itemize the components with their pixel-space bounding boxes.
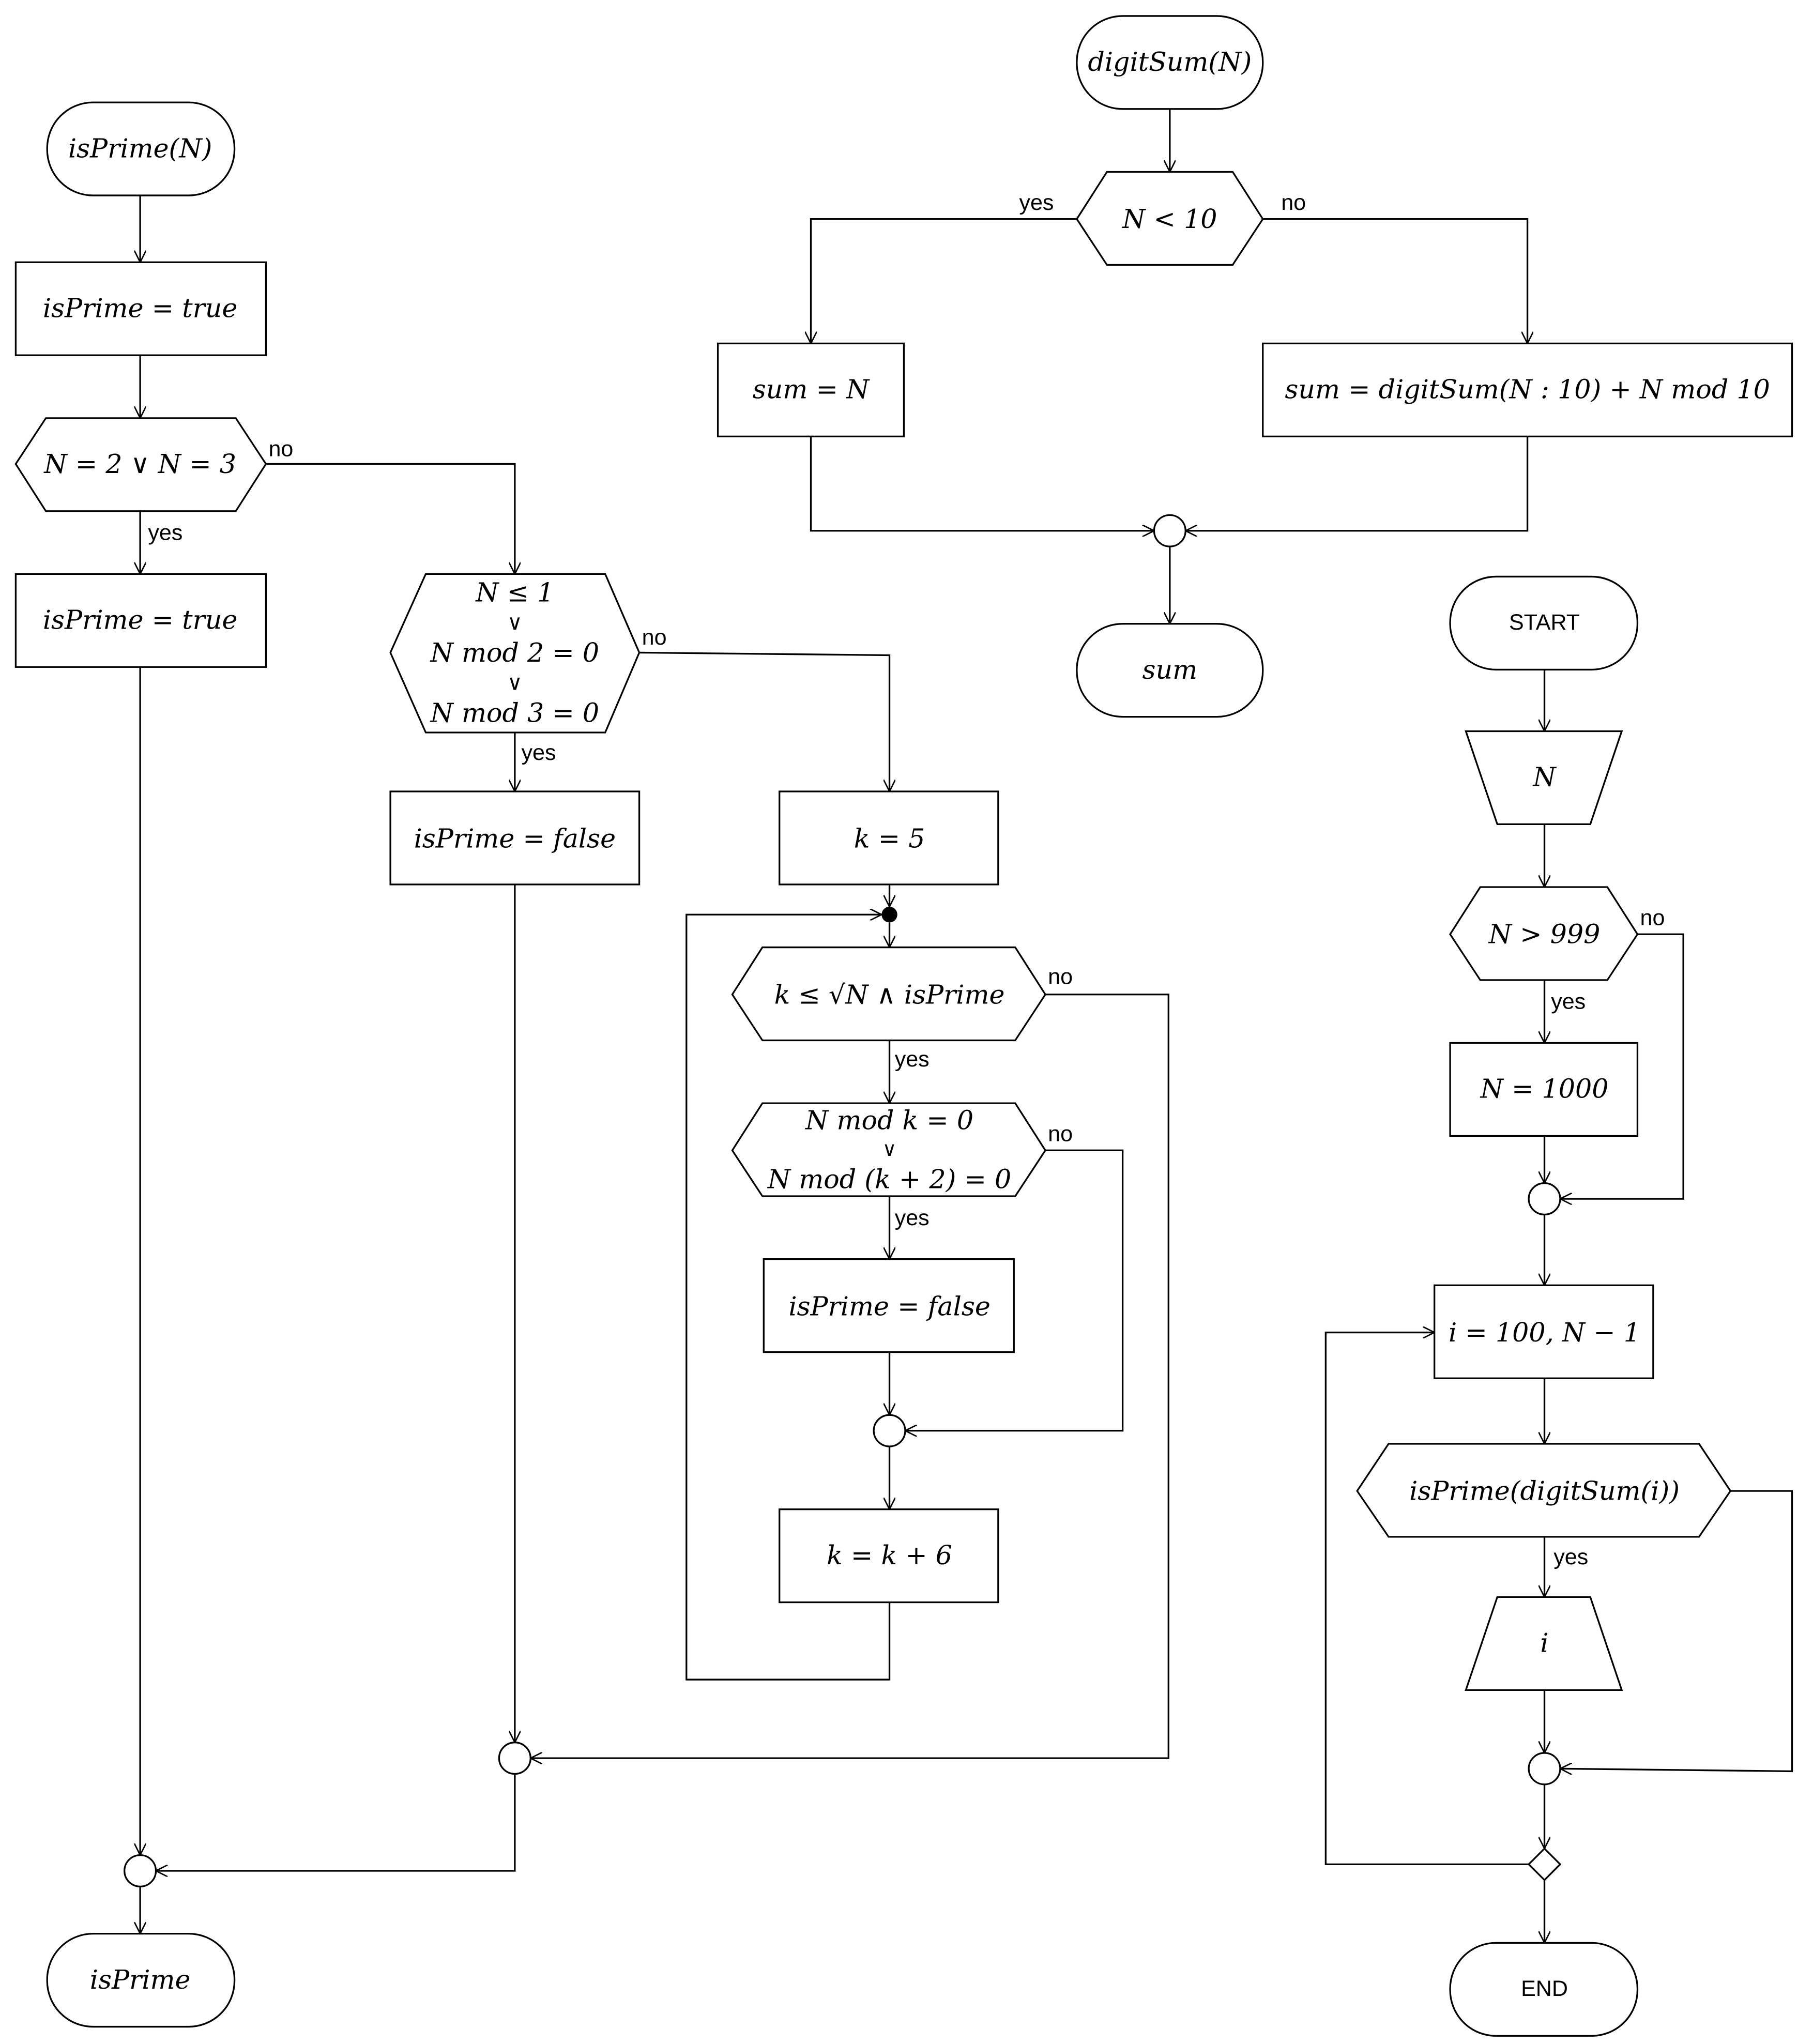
- end-terminal: [1449, 1942, 1639, 2037]
- decision-hexagon: [1449, 886, 1639, 981]
- process-label: isPrime = true: [43, 293, 238, 323]
- edge: [1560, 933, 1684, 1199]
- decision-hexagon: [1356, 1443, 1732, 1538]
- process-box: [14, 261, 267, 356]
- merge-connector: [1528, 1752, 1561, 1786]
- merge-connector: [1528, 1182, 1561, 1216]
- process-box: [1449, 1042, 1639, 1137]
- start-terminal: [46, 101, 236, 196]
- edge: [1185, 436, 1529, 530]
- output-trapezoid: [1465, 1596, 1623, 1691]
- decision-label: N = 2 ∨ N = 3: [43, 449, 236, 479]
- decision-label: isPrime(digitSum(i)): [1409, 1476, 1680, 1506]
- edge: [156, 1774, 516, 1871]
- no-label: no: [1640, 905, 1665, 930]
- process-label: sum = digitSum(N : 10) + N mod 10: [1285, 374, 1770, 405]
- start-label: isPrime(N): [68, 133, 212, 163]
- merge-connector: [1153, 514, 1186, 547]
- decision-hexagon: [14, 417, 267, 512]
- yes-label: yes: [895, 1206, 930, 1230]
- end-label: END: [1521, 1976, 1568, 2001]
- decision-label: k ≤ √N ∧ isPrime: [774, 979, 1005, 1010]
- start-label: START: [1509, 610, 1580, 635]
- loop-back-edge: [1324, 1333, 1529, 1865]
- decision-label: N mod (k + 2) = 0: [767, 1164, 1011, 1195]
- end-label: sum: [1142, 654, 1197, 685]
- output-label: i: [1540, 1628, 1548, 1658]
- isprime-flowchart: isPrime(N) isPrime = true N = 2 ∨ N = 3 …: [14, 101, 1169, 2028]
- yes-label: yes: [1553, 1545, 1588, 1569]
- decision-hexagon: [1075, 171, 1264, 266]
- process-box: [779, 1508, 999, 1604]
- end-terminal: [46, 1932, 236, 2028]
- process-label: sum = N: [753, 374, 870, 405]
- decision-label: ∨: [882, 1138, 897, 1161]
- loop-box: [1434, 1284, 1654, 1379]
- decision-label: N mod 3 = 0: [430, 697, 600, 728]
- decision-label: N mod k = 0: [804, 1105, 973, 1136]
- process-box: [763, 1258, 1015, 1353]
- process-label: isPrime = false: [788, 1291, 990, 1321]
- no-label: no: [1048, 1122, 1073, 1147]
- edge: [1560, 1490, 1793, 1771]
- no-label: no: [1048, 965, 1073, 989]
- loop-label: i = 100, N − 1: [1449, 1317, 1640, 1348]
- edge: [1262, 218, 1528, 344]
- end-label: isPrime: [90, 1964, 191, 1995]
- process-label: k = 5: [854, 823, 925, 854]
- edge: [811, 218, 1077, 344]
- decision-label: N > 999: [1488, 919, 1601, 950]
- loop-decision-hexagon: [731, 946, 1047, 1042]
- start-terminal: [1076, 15, 1264, 110]
- process-box: [1262, 342, 1793, 437]
- process-box: [389, 790, 641, 886]
- yes-label: yes: [1551, 989, 1586, 1014]
- process-label: k = k + 6: [827, 1540, 952, 1570]
- merge-connector: [498, 1742, 531, 1775]
- junction-dot: [881, 907, 897, 923]
- input-label: N: [1532, 762, 1557, 792]
- main-flowchart: START N N > 999 no yes N = 1000 i = 100,…: [1324, 575, 1793, 2037]
- decision-label: N ≤ 1: [475, 577, 554, 607]
- input-trapezoid: [1465, 730, 1623, 826]
- end-terminal: [1076, 623, 1264, 718]
- decision-hexagon: [731, 1102, 1047, 1197]
- process-box: [14, 573, 267, 668]
- yes-label: yes: [1019, 190, 1054, 215]
- process-box: [779, 790, 999, 886]
- start-terminal: [1449, 575, 1639, 671]
- no-label: no: [1281, 190, 1306, 215]
- edge: [530, 994, 1169, 1758]
- yes-label: yes: [148, 521, 182, 545]
- decision-label: ∨: [507, 670, 523, 695]
- merge-connector: [124, 1854, 157, 1888]
- decision-label: ∨: [507, 610, 523, 635]
- edge: [639, 651, 890, 792]
- process-label: isPrime = false: [414, 823, 616, 854]
- edge: [905, 1149, 1124, 1430]
- decision-label: N < 10: [1121, 204, 1217, 234]
- merge-connector: [873, 1414, 906, 1447]
- yes-label: yes: [895, 1047, 930, 1072]
- process-label: isPrime = true: [43, 605, 238, 635]
- loop-end-diamond: [1527, 1847, 1562, 1882]
- loop-back-edge: [685, 914, 891, 1681]
- decision-hexagon: [389, 573, 641, 734]
- start-label: digitSum(N): [1088, 47, 1252, 77]
- no-label: no: [642, 625, 667, 650]
- process-label: N = 1000: [1480, 1074, 1609, 1104]
- edge: [266, 463, 514, 574]
- no-label: no: [268, 436, 293, 461]
- digitsum-flowchart: digitSum(N) N < 10 yes no sum = N sum = …: [717, 15, 1793, 718]
- edge: [810, 436, 1154, 530]
- decision-label: N mod 2 = 0: [430, 637, 600, 668]
- yes-label: yes: [522, 740, 556, 765]
- process-box: [717, 342, 905, 437]
